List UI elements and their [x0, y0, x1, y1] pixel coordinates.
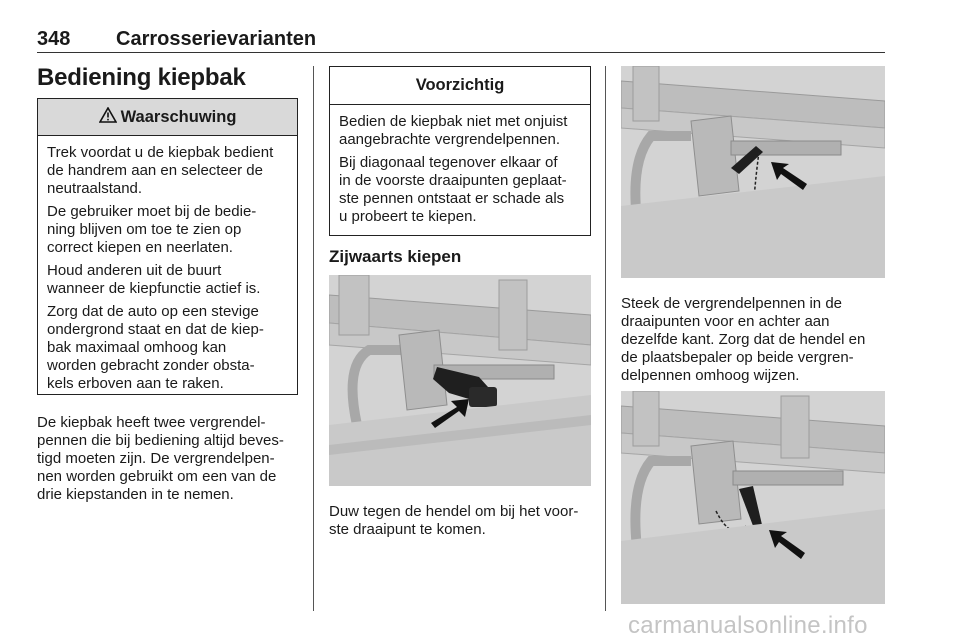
sideways-heading: Zijwaarts kiepen: [329, 247, 462, 266]
warning-triangle-icon: [98, 105, 117, 128]
caution-paragraph: Bij diagonaal tegenover elkaar of in de …: [339, 154, 567, 225]
warning-box: Waarschuwing Trek voordat u de kiepbak b…: [37, 98, 298, 395]
chapter-title: Carrosserievarianten: [116, 28, 317, 50]
page-number: 348: [37, 28, 71, 50]
warning-paragraph: Houd anderen uit de buurt wanneer de kie…: [47, 262, 261, 297]
warning-paragraph: Trek voordat u de kiepbak bedient de han…: [47, 144, 274, 197]
watermark: carmanualsonline.info: [628, 612, 868, 639]
caution-header: Voorzichtig: [330, 67, 590, 105]
illustration-pins-up: [621, 391, 885, 604]
warning-paragraph: De gebruiker moet bij de bedie- ning bli…: [47, 203, 257, 256]
caution-title: Voorzichtig: [415, 76, 505, 94]
column-divider-2: [605, 66, 606, 611]
warning-header: Waarschuwing: [38, 99, 297, 136]
section-title: Bediening kiepbak: [37, 64, 246, 91]
caution-body: Bedien de kiepbak niet met onjuist aange…: [330, 105, 590, 234]
warning-paragraph: Zorg dat de auto op een stevige ondergro…: [47, 303, 264, 392]
caution-paragraph: Bedien de kiepbak niet met onjuist aange…: [339, 113, 568, 148]
warning-title: Waarschuwing: [120, 107, 237, 126]
caution-box: Voorzichtig Bedien de kiepbak niet met o…: [329, 66, 591, 236]
right-caption: Steek de vergrendelpennen in de draaipun…: [621, 295, 866, 384]
header-divider: [37, 52, 885, 53]
column-divider-1: [313, 66, 314, 611]
warning-body: Trek voordat u de kiepbak bedient de han…: [38, 136, 297, 401]
sideways-caption: Duw tegen de hendel om bij het voor- ste…: [329, 503, 579, 538]
page-header: 348 Carrosserievarianten: [37, 28, 885, 54]
intro-paragraph: De kiepbak heeft twee vergrendel- pennen…: [37, 414, 284, 503]
illustration-push-lever: [329, 275, 591, 486]
illustration-pin-chain: [621, 66, 885, 278]
